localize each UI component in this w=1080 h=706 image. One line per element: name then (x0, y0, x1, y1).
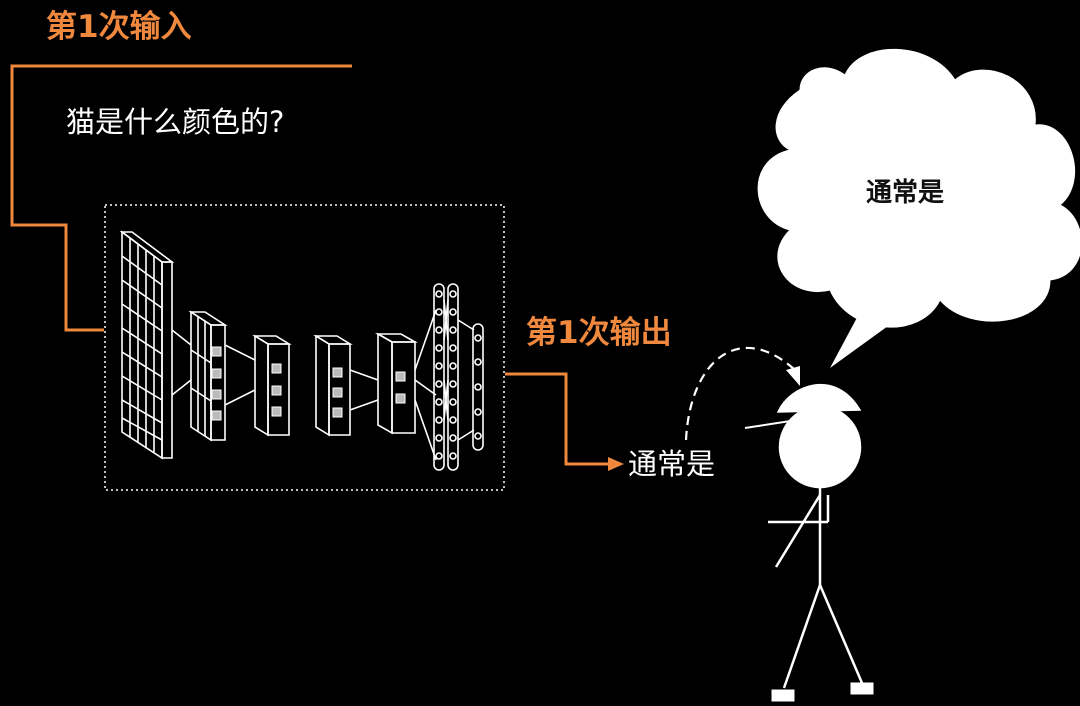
neural-network-icon (119, 230, 484, 471)
thought-text: 通常是 (866, 178, 945, 208)
head-icon (778, 405, 862, 489)
dashed-arrow-head (786, 366, 800, 386)
output-connector-line (505, 372, 610, 466)
conv-layer-2 (188, 310, 228, 442)
dense-layer-2 (447, 283, 459, 471)
output-arrow-head (608, 457, 624, 471)
output-layer (472, 323, 484, 451)
dense-layer-1 (433, 283, 445, 471)
input-layer-grid (119, 230, 175, 460)
conv-layer-3 (252, 334, 292, 437)
dashed-curve-arrow (684, 347, 796, 441)
cap-icon (776, 383, 862, 413)
output-text: 通常是 (628, 447, 716, 481)
input-label: 第1次输入 (46, 9, 192, 45)
question-text: 猫是什么颜色的? (66, 105, 285, 139)
conv-layer-5 (374, 332, 419, 435)
input-connector-line (10, 64, 352, 332)
thought-cloud-icon (757, 48, 1080, 368)
network-box (104, 204, 505, 491)
conv-layer-4 (313, 334, 353, 437)
stick-figure-icon (744, 383, 874, 702)
output-label: 第1次输出 (526, 315, 672, 351)
